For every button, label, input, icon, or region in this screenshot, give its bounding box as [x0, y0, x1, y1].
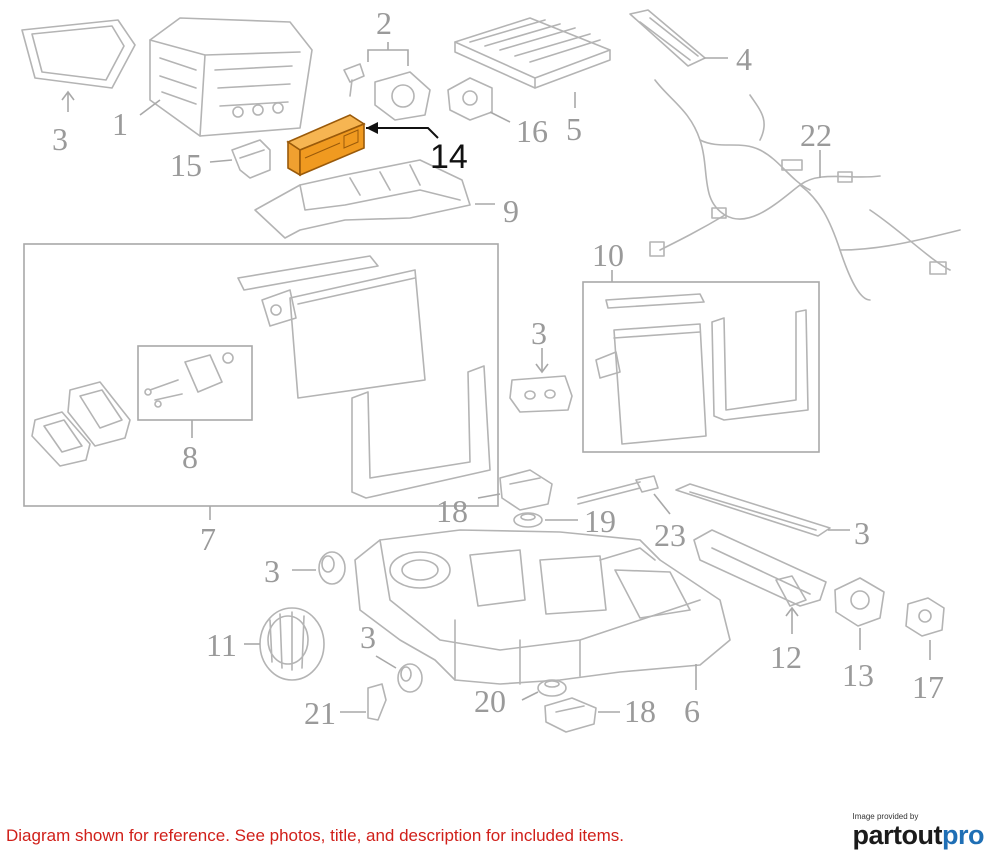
part-5-cabin-filter: [454, 17, 611, 89]
part-6-hvac-case: [354, 529, 731, 685]
part-23-sensor: [577, 475, 659, 505]
arrow-14: [366, 122, 378, 134]
part-20-grommet: [537, 679, 567, 697]
brand-name: partoutpro: [852, 820, 985, 850]
callout-23: 23: [654, 517, 686, 553]
callout-7: 7: [200, 521, 216, 557]
callout-6: 6: [684, 693, 700, 729]
leader-20: [521, 691, 539, 701]
group-box-7: [23, 243, 499, 507]
callout-3-center: 3: [531, 315, 547, 351]
callout-4: 4: [736, 41, 752, 77]
part-7-evaporator: [31, 255, 491, 499]
part-15-clip: [231, 139, 271, 179]
leader-23: [653, 493, 671, 515]
leader-3e: [375, 655, 397, 669]
part-14-control-module[interactable]: [286, 114, 366, 177]
leader-16: [489, 111, 511, 123]
part-11-blower-motor: [259, 607, 325, 681]
disclaimer-note: Diagram shown for reference. See photos,…: [6, 826, 624, 845]
callout-18-lower: 18: [624, 693, 656, 729]
part-17-actuator: [905, 597, 945, 637]
part-4-module: [629, 9, 706, 67]
callout-1: 1: [112, 106, 128, 142]
callout-21: 21: [304, 695, 336, 731]
part-19-grommet: [513, 512, 543, 528]
part-13-actuator: [834, 577, 885, 627]
part-3-grommet-lower: [397, 663, 423, 693]
callout-3-left: 3: [264, 553, 280, 589]
callout-2: 2: [376, 5, 392, 41]
part-14-side: [299, 122, 365, 177]
part-16-motor: [447, 77, 493, 121]
callout-8: 8: [182, 439, 198, 475]
leader-14: [366, 127, 439, 139]
part-9-duct: [254, 159, 471, 239]
arrow-3b: [535, 363, 549, 374]
arrow-12: [785, 606, 799, 617]
group-box-8: [137, 345, 253, 421]
callout-16: 16: [516, 113, 548, 149]
part-3-seal-strip: [675, 483, 831, 537]
callout-3-right: 3: [854, 515, 870, 551]
part-22-wiring-harness: [649, 79, 961, 301]
part-12-duct: [693, 529, 827, 607]
part-3-seal-center: [509, 375, 573, 413]
callout-17: 17: [912, 669, 944, 705]
callout-18-upper: 18: [436, 493, 468, 529]
part-1-upper-housing: [149, 17, 313, 137]
callout-5: 5: [566, 111, 582, 147]
callout-3-top-left: 3: [52, 121, 68, 157]
brand-name-main: partout: [852, 820, 943, 850]
callout-15: 15: [170, 147, 202, 183]
callout-9: 9: [503, 193, 519, 229]
callout-13: 13: [842, 657, 874, 693]
callout-3-lower: 3: [360, 619, 376, 655]
callout-20: 20: [474, 683, 506, 719]
callout-19: 19: [584, 503, 616, 539]
part-10-heater-core: [595, 293, 809, 445]
arrow-3a: [61, 90, 75, 101]
part-18-actuator-lower: [544, 697, 597, 733]
callout-10: 10: [592, 237, 624, 273]
leader-2: [367, 42, 409, 66]
callout-22: 22: [800, 117, 832, 153]
callout-14-highlighted: 14: [430, 138, 468, 176]
leader-18a: [477, 493, 501, 499]
group-box-10: [582, 281, 820, 453]
callout-11: 11: [206, 627, 237, 663]
leader-15: [209, 159, 233, 163]
brand-caption: Image provided by: [852, 812, 919, 821]
part-2-actuator: [343, 63, 431, 121]
part-8-valve: [144, 352, 234, 408]
callout-12: 12: [770, 639, 802, 675]
part-3-grommet-left: [318, 551, 346, 585]
part-3-seal-top-left: [21, 19, 136, 89]
leader-1: [139, 99, 161, 116]
part-21-elbow: [367, 683, 387, 721]
brand-logo: Image provided by partoutpro: [852, 812, 985, 850]
brand-name-accent: pro: [942, 820, 985, 850]
part-18-actuator-upper: [499, 469, 553, 511]
